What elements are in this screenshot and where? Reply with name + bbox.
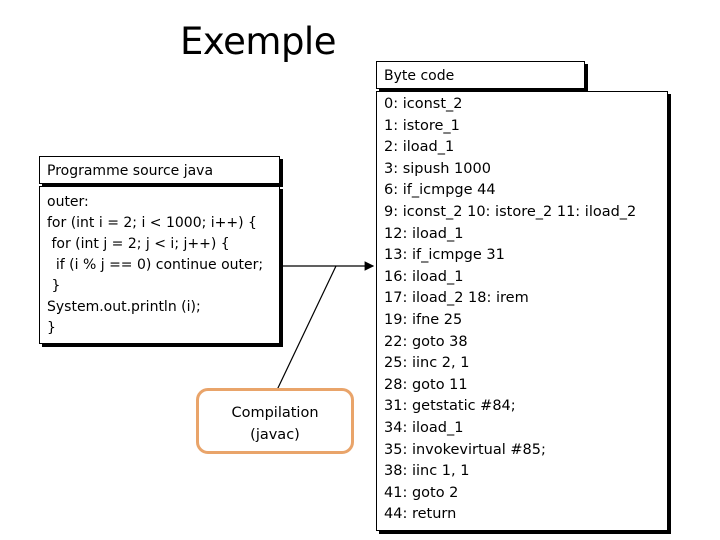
connector-to-compilation: [276, 265, 337, 391]
compilation-box: Compilation (javac): [196, 388, 354, 454]
bytecode-line: 3: sipush 1000: [384, 161, 491, 177]
source-line: }: [47, 278, 61, 294]
bytecode-line: 34: iload_1: [384, 420, 464, 436]
bytecode-line: 35: invokevirtual #85;: [384, 442, 546, 458]
bytecode-header-label: Byte code: [384, 68, 455, 84]
source-line: System.out.println (i);: [47, 299, 201, 315]
slide-title: Exemple: [180, 20, 336, 63]
bytecode-line: 44: return: [384, 506, 457, 522]
bytecode-line: 22: goto 38: [384, 334, 468, 350]
bytecode-line: 41: goto 2: [384, 485, 459, 501]
bytecode-line: 31: getstatic #84;: [384, 398, 516, 414]
bytecode-line: 19: ifne 25: [384, 312, 463, 328]
bytecode-line: 25: iinc 2, 1: [384, 355, 470, 371]
source-line: if (i % j == 0) continue outer;: [47, 257, 264, 273]
bytecode-header-box: Byte code: [376, 61, 585, 89]
bytecode-line: 12: iload_1: [384, 226, 464, 242]
source-line: for (int j = 2; j < i; j++) {: [47, 236, 230, 252]
bytecode-line: 6: if_icmpge 44: [384, 182, 496, 198]
compilation-label: Compilation: [231, 405, 319, 421]
bytecode-line: 17: iload_2 18: irem: [384, 290, 529, 306]
source-line: }: [47, 320, 56, 336]
source-code-box: outer: for (int i = 2; i < 1000; i++) { …: [39, 186, 280, 344]
source-line: outer:: [47, 194, 89, 210]
bytecode-line: 13: if_icmpge 31: [384, 247, 505, 263]
bytecode-line: 28: goto 11: [384, 377, 468, 393]
source-header-label: Programme source java: [47, 163, 214, 179]
bytecode-line: 38: iinc 1, 1: [384, 463, 470, 479]
bytecode-line: 16: iload_1: [384, 269, 464, 285]
compilation-tool-label: (javac): [250, 427, 300, 443]
bytecode-line: 0: iconst_2: [384, 96, 463, 112]
bytecode-line: 9: iconst_2 10: istore_2 11: iload_2: [384, 204, 637, 220]
source-line: for (int i = 2; i < 1000; i++) {: [47, 215, 257, 231]
bytecode-box: 0: iconst_2 1: istore_1 2: iload_1 3: si…: [376, 91, 668, 531]
bytecode-line: 1: istore_1: [384, 118, 460, 134]
bytecode-line: 2: iload_1: [384, 139, 455, 155]
source-header-box: Programme source java: [39, 156, 280, 184]
